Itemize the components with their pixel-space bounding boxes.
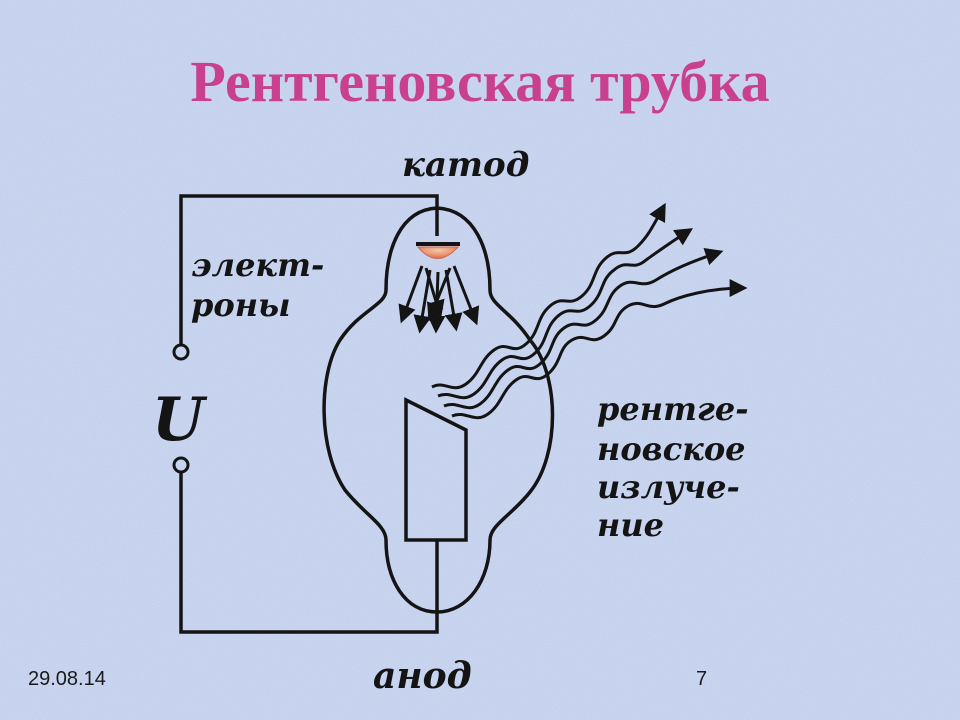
xray-wave [451,279,748,420]
xray-wave [443,248,724,410]
electron-arrow [426,267,452,322]
bottom-wire [179,470,439,634]
slide-date: 29.08.14 [28,668,106,690]
xray-wave [431,202,666,390]
electron-arrow [444,269,463,332]
electrons-label-line1: элект- [191,246,324,284]
radiation-label-line4: ние [597,506,664,544]
electrons-label-line2: роны [191,286,291,324]
terminal-bottom [172,456,190,474]
tube-glass [322,206,555,614]
circuit-wires [179,194,439,634]
radiation-label-line2: новское [597,430,746,468]
radiation-label-line1: рентге- [597,390,749,428]
anode-label: анод [373,655,472,697]
cathode-label: катод [402,145,529,185]
slide-page-number: 7 [696,668,708,690]
cathode-assembly [416,242,460,259]
electron-arrow [398,265,424,324]
cathode-filament [416,246,460,259]
top-wire [179,194,439,350]
terminal-top [172,343,190,361]
anode-block [404,397,468,542]
xray-waves [431,202,748,420]
electron-beam [398,265,480,334]
xray-wave [437,228,694,400]
voltage-label: U [152,385,208,455]
electron-arrow [452,265,480,326]
slide-title: Рентгеновская трубка [190,49,770,114]
radiation-label-line3: излуче- [597,468,740,506]
